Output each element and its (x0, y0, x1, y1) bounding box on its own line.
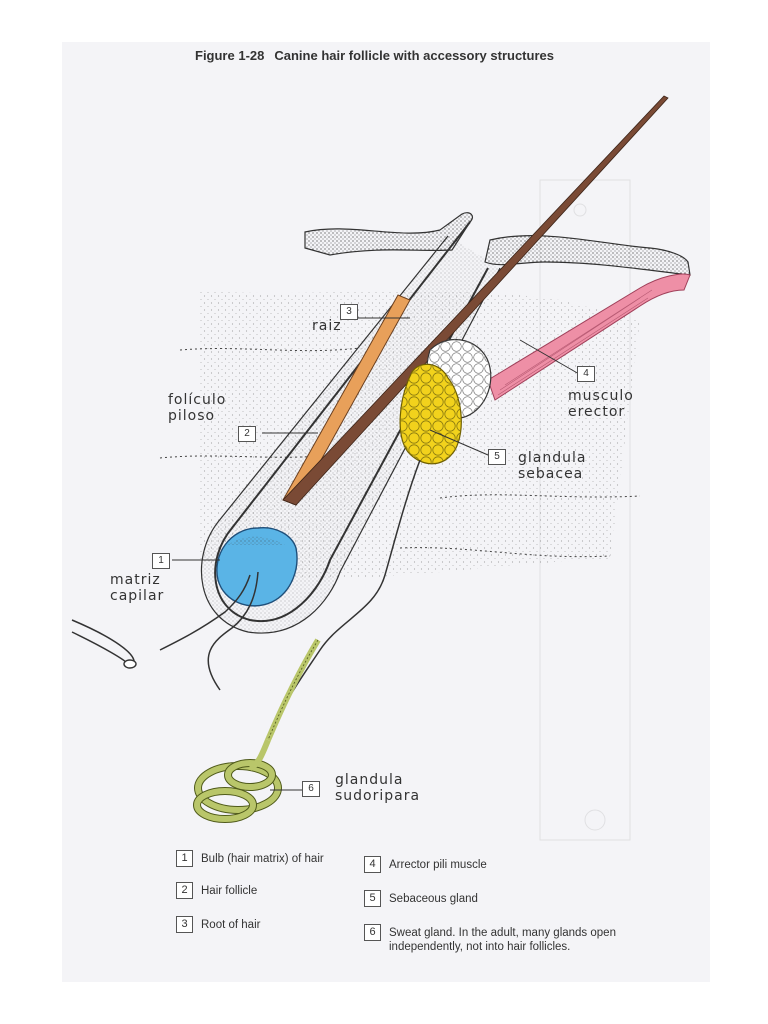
legend-text: Sweat gland. In the adult, many glands o… (389, 927, 616, 953)
note-musculo-line1: musculo (568, 388, 634, 404)
note-musculo: musculo erector (568, 388, 634, 420)
legend-number: 3 (176, 916, 193, 933)
legend-number: 6 (364, 924, 381, 941)
legend-text: Bulb (hair matrix) of hair (201, 853, 324, 865)
legend-item-4: 4 Arrector pili muscle (364, 856, 487, 873)
note-sebacea-line2: sebacea (518, 466, 584, 482)
legend-item-3: 3 Root of hair (176, 916, 260, 933)
note-musculo-line2: erector (568, 404, 626, 420)
callout-2: 2 (238, 426, 256, 442)
note-matriz-line1: matriz (110, 572, 161, 588)
legend-number: 5 (364, 890, 381, 907)
legend-item-6: 6 Sweat gland. In the adult, many glands… (364, 924, 624, 954)
leader-5 (429, 429, 496, 459)
legend-number: 4 (364, 856, 381, 873)
leader-4 (519, 339, 587, 379)
note-raiz: raiz (312, 318, 342, 334)
hair-bulb (216, 527, 298, 607)
papilla-vessel (159, 574, 251, 651)
sweat-duct-green (265, 638, 321, 742)
legend-item-1: 1 Bulb (hair matrix) of hair (176, 850, 324, 867)
callout-4: 4 (577, 366, 595, 382)
figure-number: Figure 1-28 (195, 48, 265, 63)
note-sudoripara-line1: glandula (335, 772, 404, 788)
callout-5: 5 (488, 449, 506, 465)
note-sudoripara-line2: sudoripara (335, 788, 421, 804)
callout-3: 3 (340, 304, 358, 320)
legend-item-5: 5 Sebaceous gland (364, 890, 478, 907)
legend-text: Root of hair (201, 919, 261, 931)
figure-title: Figure 1-28 Canine hair follicle with acc… (195, 48, 554, 63)
note-foliculo: folículo piloso (168, 392, 226, 424)
legend-text: Arrector pili muscle (389, 859, 487, 871)
note-sebacea: glandula sebacea (518, 450, 586, 482)
figure-caption: Canine hair follicle with accessory stru… (274, 48, 554, 63)
legend-number: 2 (176, 882, 193, 899)
blood-vessel (71, 619, 135, 666)
callout-6: 6 (302, 781, 320, 797)
note-sudoripara: glandula sudoripara (335, 772, 420, 804)
legend-text: Hair follicle (201, 885, 258, 897)
note-matriz: matriz capilar (110, 572, 164, 604)
note-matriz-line2: capilar (110, 588, 165, 604)
hair-shaft (282, 95, 669, 506)
legend-text: Sebaceous gland (389, 893, 478, 905)
note-sebacea-line1: glandula (518, 450, 587, 466)
legend-number: 1 (176, 850, 193, 867)
note-foliculo-line1: folículo (168, 392, 227, 408)
note-foliculo-line2: piloso (168, 408, 216, 424)
callout-1: 1 (152, 553, 170, 569)
legend-item-2: 2 Hair follicle (176, 882, 257, 899)
sweat-gland-coil (193, 738, 282, 823)
epidermis-band (304, 212, 474, 256)
